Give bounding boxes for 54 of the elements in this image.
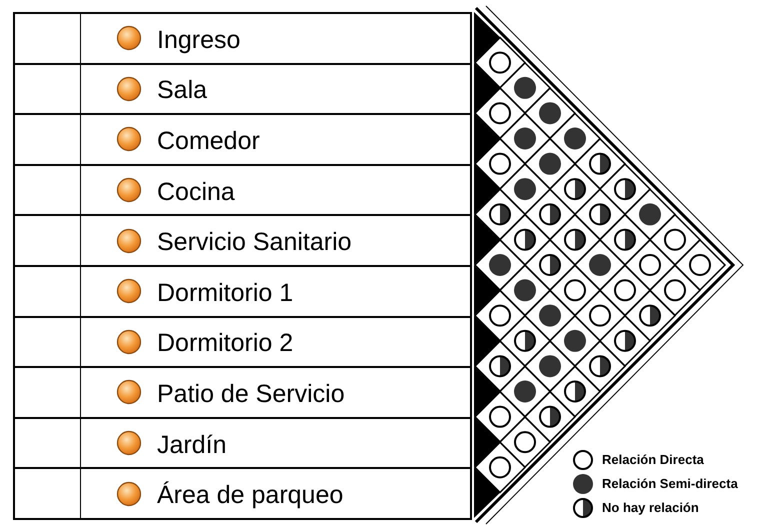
half-filled-circle xyxy=(514,330,536,352)
half-filled-circle xyxy=(539,406,561,428)
room-name: Jardín xyxy=(157,432,226,458)
half-filled-circle xyxy=(564,228,586,251)
table-row xyxy=(13,115,472,166)
half-filled-circle xyxy=(539,254,561,276)
table-row xyxy=(13,216,472,267)
half-filled-circle xyxy=(514,228,536,251)
half-filled-circle xyxy=(639,304,661,327)
half-filled-circle xyxy=(539,203,561,226)
room-name: Patio de Servicio xyxy=(157,382,345,407)
filled-circle xyxy=(539,102,561,124)
legend-text: Relación Directa xyxy=(602,452,704,467)
filled-circle xyxy=(639,203,661,226)
table-row xyxy=(13,64,472,116)
table-row xyxy=(13,12,472,65)
legend-text: Relación Semi-directa xyxy=(602,476,738,491)
filled-circle xyxy=(514,76,536,99)
half-filled-circle xyxy=(589,203,611,226)
filled-circle xyxy=(489,254,511,276)
room-name: Ingreso xyxy=(157,28,240,53)
room-name: Dormitorio 2 xyxy=(157,331,294,356)
half-filled-circle xyxy=(489,355,511,378)
table-row xyxy=(13,166,472,216)
filled-circle xyxy=(539,304,561,327)
room-name: Área de parqueo xyxy=(157,483,344,508)
room-name: Dormitorio 1 xyxy=(157,280,294,306)
half-filled-circle xyxy=(614,228,636,251)
half-filled-circle xyxy=(489,203,511,226)
filled-circle xyxy=(514,128,536,150)
half-filled-circle xyxy=(614,178,636,200)
filled-circle xyxy=(514,279,536,302)
half-filled-circle xyxy=(564,178,586,200)
room-name: Cocina xyxy=(157,180,235,205)
table-row xyxy=(13,469,472,520)
room-name: Servicio Sanitario xyxy=(157,230,352,256)
half-filled-circle xyxy=(589,355,611,378)
filled-circle xyxy=(564,330,586,352)
half-filled-circle xyxy=(589,152,611,175)
room-name: Sala xyxy=(157,78,208,104)
filled-circle xyxy=(589,254,611,276)
filled-circle xyxy=(514,178,536,200)
table-row xyxy=(13,418,472,470)
room-name: Comedor xyxy=(157,128,260,154)
table-row xyxy=(13,318,472,368)
legend-text: No hay relación xyxy=(602,500,699,515)
table-row xyxy=(13,267,472,318)
table-row xyxy=(13,368,472,419)
filled-circle xyxy=(564,128,586,150)
filled-circle xyxy=(539,152,561,175)
half-filled-circle xyxy=(564,380,586,402)
half-filled-circle xyxy=(614,330,636,352)
filled-circle xyxy=(514,380,536,402)
filled-circle xyxy=(539,355,561,378)
